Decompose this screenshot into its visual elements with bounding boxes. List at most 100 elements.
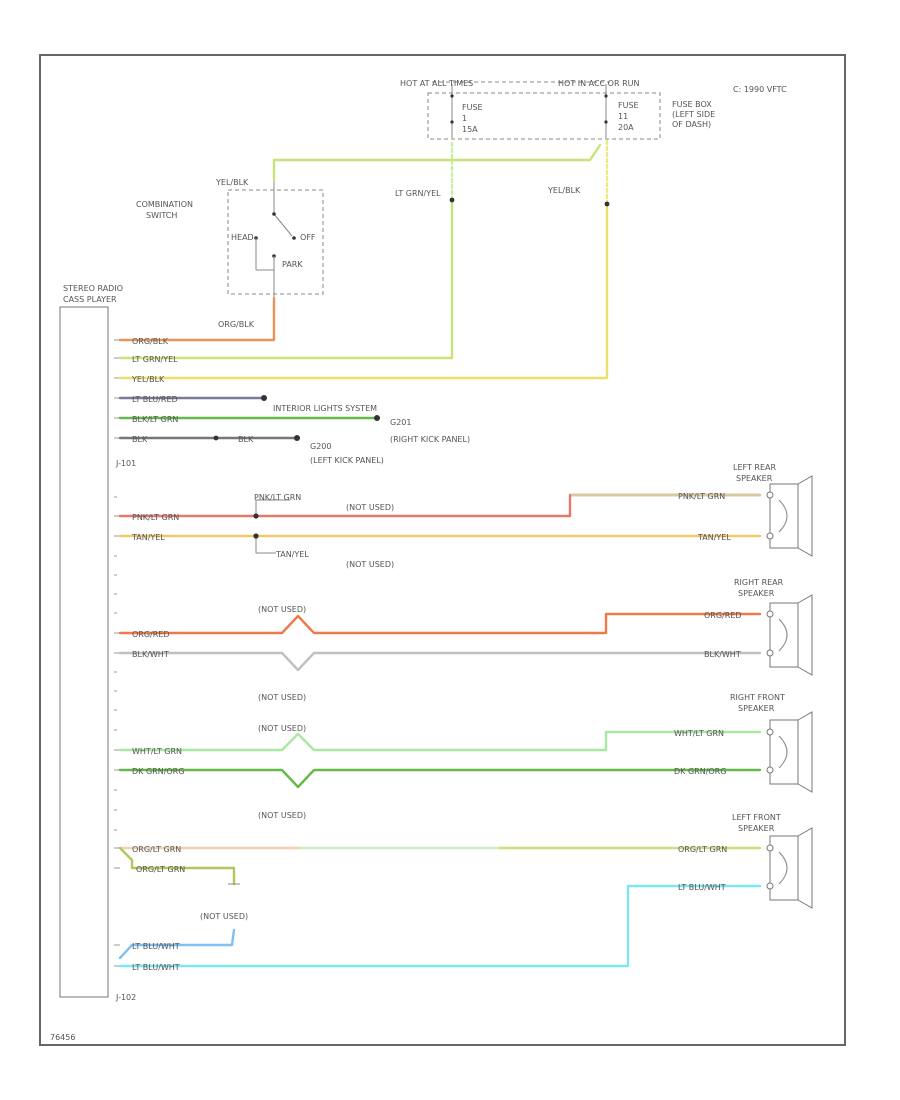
fuse-11-terminal xyxy=(604,94,608,98)
wire-blk-wht-label: BLK/WHT xyxy=(132,650,169,659)
stereo-radio-label: STEREO RADIO xyxy=(63,284,123,293)
switch-blade xyxy=(273,213,293,237)
speaker-body xyxy=(769,483,799,549)
left-front-speaker-label: LEFT FRONT xyxy=(732,813,781,822)
left-front-speaker: LEFT FRONT SPEAKER ORG/LT GRN LT BLU/WHT xyxy=(678,813,813,909)
speaker-cone xyxy=(797,711,813,793)
wire-ltblu-wht-lf xyxy=(118,884,762,968)
fuse-box-label: FUSE BOX xyxy=(672,100,712,109)
ground-g201-location: (RIGHT KICK PANEL) xyxy=(390,435,470,444)
switch-position-park: PARK xyxy=(282,260,303,269)
radio-unit-box xyxy=(59,306,109,998)
not-used-label: (NOT USED) xyxy=(346,503,394,512)
left-rear-speaker-label: LEFT REAR xyxy=(733,463,776,472)
not-used-label: (NOT USED) xyxy=(258,811,306,820)
wire-ltblu-wht1-label: LT BLU/WHT xyxy=(132,942,180,951)
fuse-1-terminal xyxy=(450,120,454,124)
left-rear-speaker: LEFT REAR SPEAKER PNK/LT GRN TAN/YEL xyxy=(678,463,813,557)
interior-lights-connector xyxy=(374,415,380,421)
wire-pnk-ltgrn-lr xyxy=(118,493,762,518)
speaker-cone xyxy=(797,475,813,557)
right-front-speaker: RIGHT FRONT SPEAKER WHT/LT GRN DK GRN/OR… xyxy=(674,693,813,793)
connector-j102-label: J-102 xyxy=(115,993,136,1002)
fuse-box-location: (LEFT SIDE xyxy=(672,110,715,119)
not-used-label: (NOT USED) xyxy=(258,605,306,614)
wire-blk-wht-rr xyxy=(118,651,762,672)
wire-wht-ltgrn-label: WHT/LT GRN xyxy=(132,747,182,756)
diagram-frame xyxy=(39,54,846,1046)
wire-yel-blk xyxy=(118,202,609,380)
wire-pnk-ltgrn-label: PNK/LT GRN xyxy=(132,513,179,522)
speaker-terminal xyxy=(766,728,774,736)
right-rear-speaker-label: RIGHT REAR xyxy=(734,578,784,587)
wire-ltblu-red-end xyxy=(261,395,267,401)
fuse-left-label: FUSE xyxy=(462,103,483,112)
speaker-body xyxy=(769,602,799,668)
fuse-right-label: FUSE xyxy=(618,101,639,110)
speaker-terminal xyxy=(766,649,774,657)
switch-feed-wire-label: YEL/BLK xyxy=(215,178,249,187)
switch-outline xyxy=(227,189,324,295)
speaker-terminal xyxy=(766,532,774,540)
rf-wht-ltgrn-label: WHT/LT GRN xyxy=(674,729,724,738)
figure-code: 76456 xyxy=(50,1033,75,1042)
right-rear-speaker: RIGHT REAR SPEAKER ORG/RED BLK/WHT xyxy=(704,578,813,676)
combination-switch-label: SWITCH xyxy=(146,211,177,220)
combination-switch-label: COMBINATION xyxy=(136,200,193,209)
wire-org-blk xyxy=(118,296,276,342)
speaker-terminal xyxy=(766,610,774,618)
hot-in-acc-run-label: HOT IN ACC OR RUN xyxy=(558,79,639,88)
wire-org-red-rr xyxy=(118,612,762,635)
wire-ltblu-wht-branch xyxy=(118,928,236,960)
right-front-speaker-label: SPEAKER xyxy=(738,704,775,713)
speaker-voice-coil xyxy=(778,618,788,652)
right-front-speaker-label: RIGHT FRONT xyxy=(730,693,785,702)
fuse-box: HOT AT ALL TIMES HOT IN ACC OR RUN FUSE … xyxy=(400,79,787,140)
wire-pnk-ltgrn-stub xyxy=(255,499,290,516)
wire-org-ltgrn-branch xyxy=(118,846,236,886)
wire-blk-label: BLK xyxy=(132,435,148,444)
wire-ltblu-wht2-label: LT BLU/WHT xyxy=(132,963,180,972)
wire-blk2-label: BLK xyxy=(238,435,254,444)
model-code: C: 1990 VFTC xyxy=(733,85,787,94)
lf-ltblu-wht-label: LT BLU/WHT xyxy=(678,883,726,892)
wire-switch-feed xyxy=(272,143,602,182)
switch-contact-off xyxy=(292,236,296,240)
wire-org-ltgrn2-label: ORG/LT GRN xyxy=(136,865,185,874)
speaker-terminal xyxy=(766,882,774,890)
speaker-voice-coil xyxy=(778,499,788,533)
wire-tan-yel-stub xyxy=(255,536,276,554)
not-used-label: (NOT USED) xyxy=(258,693,306,702)
speaker-terminal xyxy=(766,844,774,852)
left-rear-speaker-label: SPEAKER xyxy=(736,474,773,483)
ground-g200-label: G200 xyxy=(310,442,331,451)
ltgrn-yel-top-label: LT GRN/YEL xyxy=(395,189,441,198)
wire-org-red-label: ORG/RED xyxy=(132,630,170,639)
fuse-box-outline xyxy=(427,92,661,140)
right-rear-speaker-label: SPEAKER xyxy=(738,589,775,598)
wire-ltblu-red-label: LT BLU/RED xyxy=(132,395,178,404)
wire-org-ltgrn-label: ORG/LT GRN xyxy=(132,845,181,854)
wire-ltgrn-yel-label: LT GRN/YEL xyxy=(132,355,178,364)
rr-org-red-label: ORG/RED xyxy=(704,611,742,620)
fuse-1-terminal xyxy=(450,94,454,98)
not-used-label: (NOT USED) xyxy=(258,724,306,733)
switch-position-head: HEAD xyxy=(231,233,254,242)
yel-blk-top-label: YEL/BLK xyxy=(547,186,581,195)
ground-g200-location: (LEFT KICK PANEL) xyxy=(310,456,384,465)
not-used-label: (NOT USED) xyxy=(200,912,248,921)
speaker-terminal xyxy=(766,766,774,774)
ground-g200-terminal xyxy=(294,435,300,441)
speaker-cone xyxy=(797,594,813,676)
switch-pivot xyxy=(272,212,276,216)
splice-ltgrn-yel xyxy=(449,197,455,203)
rf-dkgrn-org-label: DK GRN/ORG xyxy=(674,767,726,776)
wire-yel-blk-label: YEL/BLK xyxy=(131,375,165,384)
wire-tan-yel-label: TAN/YEL xyxy=(131,533,165,542)
rr-blk-wht-label: BLK/WHT xyxy=(704,650,741,659)
fuse-left-number: 1 xyxy=(462,114,467,123)
splice-blk xyxy=(213,435,219,441)
splice-tan-yel xyxy=(253,533,259,539)
interior-lights-label: INTERIOR LIGHTS SYSTEM xyxy=(273,404,377,413)
